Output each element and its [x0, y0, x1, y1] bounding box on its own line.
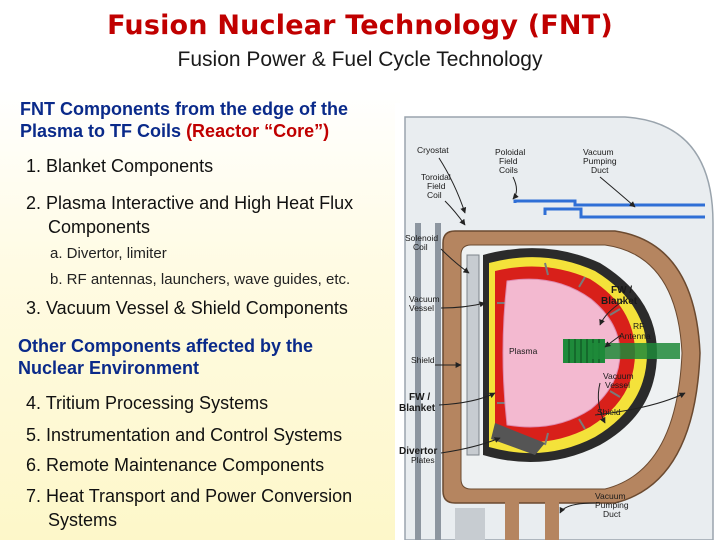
label-vv-left-2: Vessel: [409, 303, 434, 313]
label-poloidal-2: Field: [499, 156, 518, 166]
label-shield-right: Shield: [597, 407, 621, 417]
slide-subtitle: Fusion Power & Fuel Cycle Technology: [177, 48, 543, 71]
list-item-remote-maintenance: 6. Remote Maintenance Components: [26, 455, 325, 475]
list-item-plasma-interactive-line2: Components: [48, 217, 151, 237]
label-fw-right-1: FW /: [611, 285, 632, 296]
coil-feed-line-1: [513, 199, 705, 207]
heading-other-components: Other Components affected by the Nuclear…: [18, 335, 313, 379]
label-vpd-bottom-2: Pumping: [595, 500, 629, 510]
divertor-plates-shape: [491, 423, 545, 455]
list-item-tritium: 4. Tritium Processing Systems: [26, 393, 269, 413]
list-item-heat-transport-line1: 7. Heat Transport and Power Conversion: [26, 486, 353, 506]
list-item-instrumentation: 5. Instrumentation and Control Systems: [26, 425, 343, 445]
rf-waveguide: [590, 343, 680, 359]
label-poloidal-3: Coils: [499, 165, 518, 175]
label-shield-left: Shield: [411, 355, 435, 365]
support-post-left: [415, 223, 421, 540]
heading-fnt-components: FNT Components from the edge of the Plas…: [20, 98, 348, 142]
reactor-cross-section-diagram: Cryostat Poloidal Field Coils Vacuum Pum…: [395, 103, 720, 541]
lower-support-block: [455, 508, 485, 540]
list-subitem-rf: b. RF antennas, launchers, wave guides, …: [50, 271, 351, 288]
heading-fnt-line1: FNT Components from the edge of the: [20, 99, 348, 119]
label-toroidal-2: Field: [427, 181, 446, 191]
slide-title: Fusion Nuclear Technology (FNT): [107, 10, 613, 41]
solenoid-coil: [466, 254, 480, 456]
label-fw-left-1: FW /: [409, 392, 430, 403]
component-list-panel: [0, 90, 400, 540]
label-vpd-bottom-3: Duct: [603, 509, 621, 519]
heading-other-line1: Other Components affected by the: [18, 336, 314, 356]
label-poloidal-1: Poloidal: [495, 147, 525, 157]
label-vpd-top-3: Duct: [591, 165, 609, 175]
label-fw-left-2: Blanket: [399, 403, 436, 414]
list-item-plasma-interactive-line1: 2. Plasma Interactive and High Heat Flux: [26, 193, 354, 213]
list-item-plasma-interactive: 2. Plasma Interactive and High Heat Flux…: [26, 191, 353, 239]
diagram-leader-arrows: [435, 157, 686, 514]
label-vpd-top-1: Vacuum: [583, 147, 614, 157]
label-toroidal-3: Coil: [427, 190, 442, 200]
list-item-heat-transport: 7. Heat Transport and Power Conversion S…: [26, 484, 352, 532]
label-divertor-1: Divertor: [399, 446, 437, 457]
label-toroidal-1: Toroidal: [421, 172, 451, 182]
support-post-left2: [435, 223, 441, 540]
label-rf-2: Antenna: [619, 331, 651, 341]
heading-other-line2: Nuclear Environment: [18, 358, 200, 378]
label-vpd-top-2: Pumping: [583, 156, 617, 166]
list-item-vacuum-vessel: 3. Vacuum Vessel & Shield Components: [26, 298, 348, 318]
list-subitem-divertor: a. Divertor, limiter: [50, 245, 167, 262]
label-cryostat: Cryostat: [417, 145, 449, 155]
label-solenoid-1: Solenoid: [405, 233, 438, 243]
plasma-region: [502, 278, 621, 428]
heading-fnt-line2a: Plasma to TF Coils: [20, 121, 182, 141]
reactor-diagram-svg: Cryostat Poloidal Field Coils Vacuum Pum…: [395, 103, 720, 541]
list-item-blanket: 1. Blanket Components: [26, 156, 214, 176]
list-item-heat-transport-line2: Systems: [48, 510, 118, 530]
label-fw-right-2: Blanket: [601, 296, 638, 307]
label-vv-left-1: Vacuum: [409, 294, 440, 304]
diagram-labels: Cryostat Poloidal Field Coils Vacuum Pum…: [399, 145, 651, 519]
label-vv-right-1: Vacuum: [603, 371, 634, 381]
heading-reactor-core: (Reactor “Core”): [186, 121, 330, 141]
label-vpd-bottom-1: Vacuum: [595, 491, 626, 501]
label-plasma: Plasma: [509, 346, 538, 356]
pumping-duct-lower-1: [505, 501, 519, 540]
label-solenoid-2: Coil: [413, 242, 428, 252]
label-divertor-2: Plates: [411, 455, 435, 465]
pumping-duct-lower-2: [545, 501, 559, 540]
label-rf-1: RF: [633, 321, 644, 331]
coil-feed-line-2: [543, 207, 705, 219]
label-vv-right-2: Vessel: [605, 380, 630, 390]
